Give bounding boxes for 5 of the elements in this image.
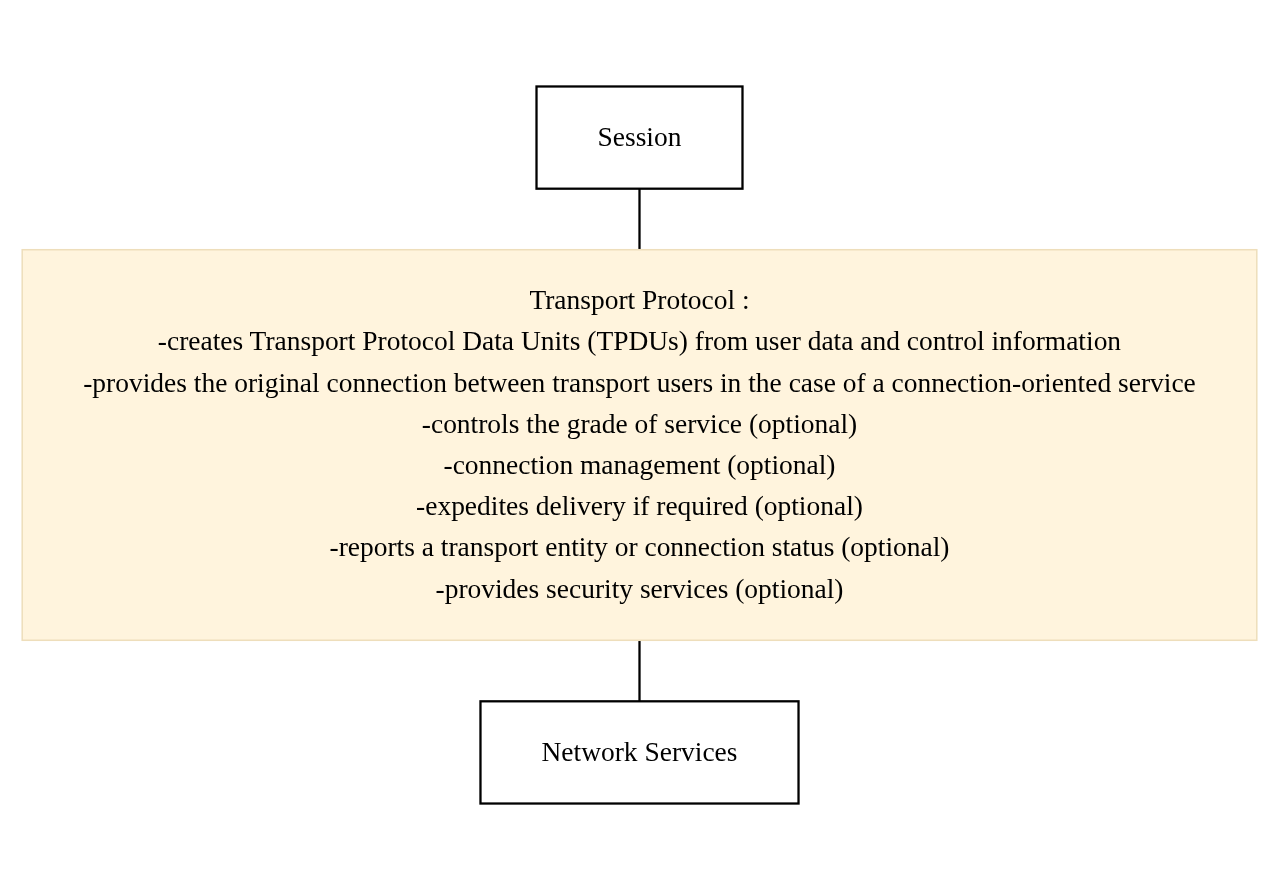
node-box: Session — [535, 85, 744, 190]
connector — [638, 640, 641, 702]
node-box: Network Services — [479, 700, 800, 805]
connector — [638, 188, 641, 250]
node-box: Transport Protocol : -creates Transport Protocol Data Units (TPDUs) from user data and control information -provides the original connection between transport users in the case of a connection-oriented service -controls the grade of service (optional) -connection management (optional) -expedites delivery if required (optional) -reports a transport entity or connection status (optional) -provides security services (optional) — [21, 248, 1258, 642]
